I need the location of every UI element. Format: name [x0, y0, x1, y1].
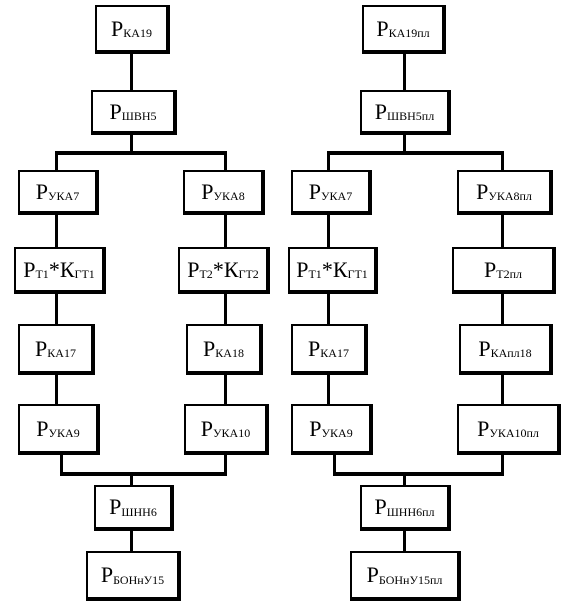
connector	[327, 292, 330, 326]
connector	[55, 292, 58, 326]
bus-bar-top	[327, 151, 504, 155]
connector	[327, 373, 330, 406]
connector	[403, 133, 406, 154]
connector	[130, 133, 133, 154]
connector	[403, 54, 406, 92]
connector	[501, 373, 504, 406]
connector	[403, 472, 406, 487]
bus-bar-bottom	[333, 472, 504, 476]
bus-bar-bottom	[60, 472, 227, 476]
connector	[130, 472, 133, 487]
connector	[55, 213, 58, 249]
connector	[224, 453, 227, 475]
connector	[403, 529, 406, 553]
connector	[224, 292, 227, 326]
connector	[55, 373, 58, 406]
connector	[327, 213, 330, 249]
connector	[333, 453, 336, 475]
bus-bar-top	[55, 151, 227, 155]
connector	[224, 213, 227, 249]
connector	[501, 151, 504, 172]
connector	[501, 453, 504, 475]
connector	[501, 292, 504, 326]
connector	[501, 213, 504, 249]
connector	[130, 54, 133, 92]
connector	[130, 529, 133, 553]
connector	[224, 373, 227, 406]
connector	[60, 453, 63, 475]
connector	[55, 151, 58, 172]
connector	[224, 151, 227, 172]
connector	[327, 151, 330, 172]
